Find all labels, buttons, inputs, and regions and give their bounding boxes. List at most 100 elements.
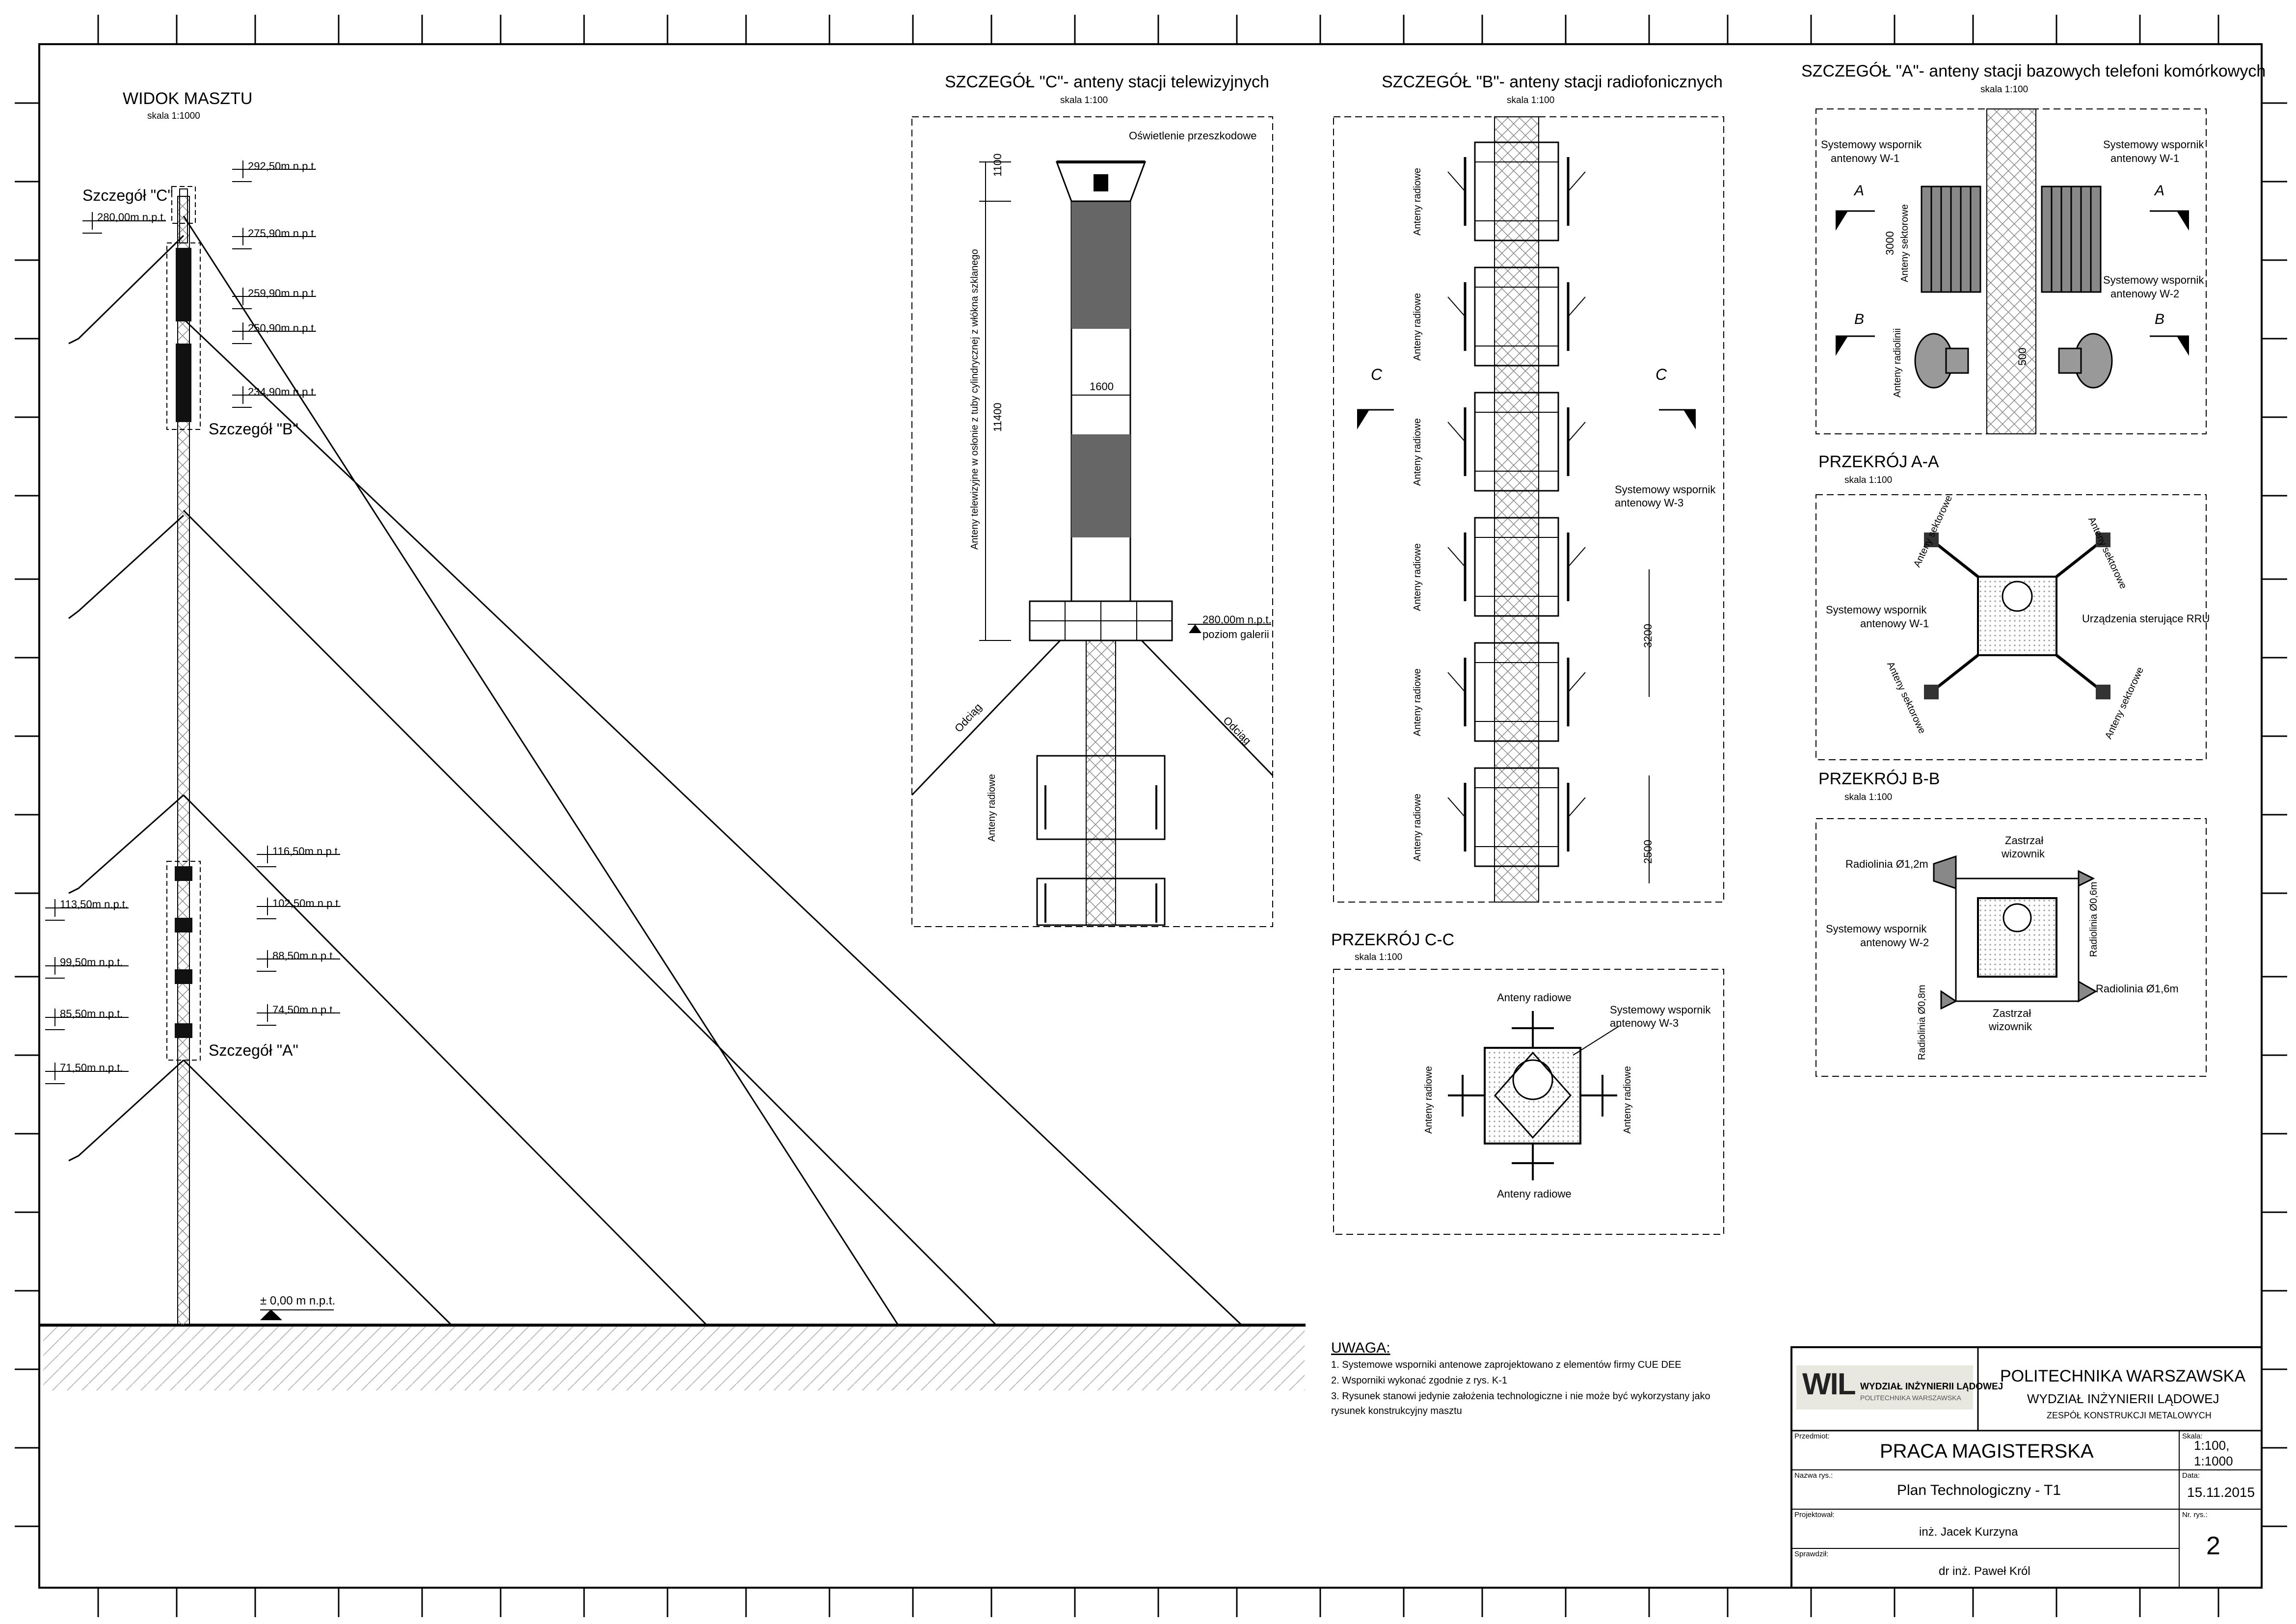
note-3-cont: rysunek konstrukcyjny masztu <box>1331 1406 1462 1416</box>
section-cc-antennas-left: Anteny radiowe <box>1423 1066 1434 1134</box>
detail-c-drawing <box>911 116 1274 927</box>
detail-c-title: SZCZEGÓŁ "C"- anteny stacji telewizyjnyc… <box>945 73 1269 91</box>
guy-wires-right <box>183 215 1243 1326</box>
strut-bottom-label-2: wizownik <box>1989 1020 2032 1033</box>
date-value: 15.11.2015 <box>2187 1485 2255 1500</box>
radio-antennas-label-3: Anteny radiowe <box>1412 418 1423 486</box>
logo-text-1: WYDZIAŁ INŻYNIERII LĄDOWEJ <box>1860 1382 2003 1392</box>
drawing-frame <box>38 43 2263 1589</box>
radio-antenna-frame <box>1447 642 1586 742</box>
university-name: POLITECHNIKA WARSZAWSKA <box>2000 1367 2246 1385</box>
detail-a-drawing <box>1815 108 2207 434</box>
guy-wires-left <box>68 235 185 1162</box>
frame-ticks <box>15 15 2287 1617</box>
section-cc-frame <box>1333 969 1724 1235</box>
subject-label: Przedmiot: <box>1794 1432 1830 1440</box>
detail-c-radio-antennas-label: Anteny radiowe <box>987 774 997 842</box>
section-mark-c-right <box>1659 409 1696 429</box>
logo-text-2: POLITECHNIKA WARSZAWSKA <box>1860 1394 1961 1402</box>
antenna-cluster-b <box>166 242 201 430</box>
radio-antenna-frame <box>1447 392 1586 492</box>
gallery-level-label: 280,00m n.p.t. <box>1202 613 1272 626</box>
mast-view-title: WIDOK MASZTU <box>123 89 253 108</box>
drawing-number-label: Nr. rys.: <box>2182 1511 2208 1519</box>
scale-label: Skala: <box>2182 1432 2203 1440</box>
section-aa-support-1: Systemowy wspornik <box>1826 604 1927 616</box>
support-w2-label-2: antenowy W-2 <box>2110 288 2180 300</box>
level-275-90: 275,90m n.p.t. <box>248 227 317 240</box>
section-bb-support-2: antenowy W-2 <box>1860 936 1929 949</box>
dim-2500: 2500 <box>1642 840 1654 864</box>
detail-c-frame <box>911 116 1273 927</box>
level-marker <box>45 1063 129 1084</box>
strut-top-label-1: Zastrzał <box>2005 834 2044 847</box>
wil-logo-box <box>1796 1365 1973 1410</box>
radiolink-dishes <box>1914 333 2113 389</box>
radiolink-antennas-label: Anteny radiolinii <box>1892 328 1903 398</box>
support-w1-right-1: Systemowy wspornik <box>2103 138 2204 151</box>
mast-view-scale: skala 1:1000 <box>147 111 200 121</box>
radio-antennas-label-5: Anteny radiowe <box>1412 668 1423 736</box>
dim-1100: 1100 <box>991 153 1004 177</box>
note-2: 2. Wsporniki wykonać zgodnie z rys. K-1 <box>1331 1375 1508 1386</box>
support-w1-right-2: antenowy W-1 <box>2110 152 2180 164</box>
level-marker <box>45 957 129 979</box>
level-marker <box>232 160 316 182</box>
radiolink-06-label: Radiolinia Ø0,6m <box>2088 881 2099 957</box>
ground-hatch <box>43 1327 1305 1390</box>
dim-3000: 3000 <box>1884 231 1896 255</box>
level-85-50: 85,50m n.p.t. <box>60 1008 123 1020</box>
section-cc-antennas-bottom: Anteny radiowe <box>1497 1188 1572 1200</box>
level-292-50: 292,50m n.p.t. <box>248 160 317 172</box>
ground-level-label: ± 0,00 m n.p.t. <box>260 1294 336 1307</box>
section-aa-support-2: antenowy W-1 <box>1860 617 1929 630</box>
level-marker <box>257 1004 340 1026</box>
radio-antennas-label-6: Anteny radiowe <box>1412 794 1423 861</box>
level-99-50: 99,50m n.p.t. <box>60 956 123 968</box>
support-w3-label-2: antenowy W-3 <box>1615 497 1684 509</box>
strut-bottom-label-1: Zastrzał <box>1993 1007 2031 1019</box>
level-marker <box>232 322 316 344</box>
section-marks-a <box>1836 210 2189 356</box>
strut-top-label-2: wizownik <box>2002 848 2045 860</box>
tv-antennas-label: Anteny telewizyjne w osłonie z tuby cyli… <box>969 249 980 550</box>
obstruction-light-label: Oświetlenie przeszkodowe <box>1129 130 1257 142</box>
level-marker <box>257 846 340 867</box>
dim-3200: 3200 <box>1642 624 1654 648</box>
section-bb-drawing <box>1815 818 2207 1077</box>
section-b-mark-left: B <box>1854 311 1865 327</box>
radiolink-08-label: Radiolinia Ø0,8m <box>1917 985 1927 1060</box>
section-bb-scale: skala 1:100 <box>1844 792 1893 802</box>
section-aa-frame <box>1815 494 2207 760</box>
sector-antenna-arms <box>1930 538 2104 693</box>
section-mark-c-left <box>1357 409 1394 429</box>
gallery-label: poziom galerii <box>1202 628 1269 640</box>
support-w2-label-1: Systemowy wspornik <box>2103 274 2204 286</box>
level-markers-right <box>232 160 340 1026</box>
section-cc-antennas-top: Anteny radiowe <box>1497 991 1572 1004</box>
level-marker <box>232 386 316 408</box>
scale-value-1: 1:100, <box>2194 1438 2230 1453</box>
level-113-50: 113,50m n.p.t. <box>60 898 129 910</box>
section-c-mark-right: C <box>1655 366 1667 383</box>
radio-antenna-frame <box>1447 517 1586 617</box>
dim-1600: 1600 <box>1090 380 1114 393</box>
section-cc-title: PRZEKRÓJ C-C <box>1331 931 1455 949</box>
radio-antenna-frame <box>1447 767 1586 867</box>
radio-antennas-label-4: Anteny radiowe <box>1412 543 1423 611</box>
radiolink-12-label: Radiolinia Ø1,2m <box>1845 858 1928 870</box>
level-marker <box>45 1009 129 1030</box>
radiolink-16-label: Radiolinia Ø1,6m <box>2096 983 2179 995</box>
checker-label: Sprawdził: <box>1794 1550 1829 1558</box>
level-71-50: 71,50m n.p.t. <box>60 1062 123 1074</box>
level-259-90: 259,90m n.p.t. <box>248 287 317 299</box>
sector-antennas-right <box>2041 186 2102 293</box>
section-bb-title: PRZEKRÓJ B-B <box>1818 770 1940 788</box>
date-label: Data: <box>2182 1471 2200 1480</box>
level-250-90: 250,90m n.p.t. <box>248 322 317 334</box>
mast-view <box>39 160 1306 1390</box>
level-102-50: 102,50m n.p.t. <box>272 897 342 909</box>
level-marker <box>82 212 166 234</box>
radio-antenna-frames <box>1447 141 1586 867</box>
dim-11400: 11400 <box>991 402 1004 432</box>
